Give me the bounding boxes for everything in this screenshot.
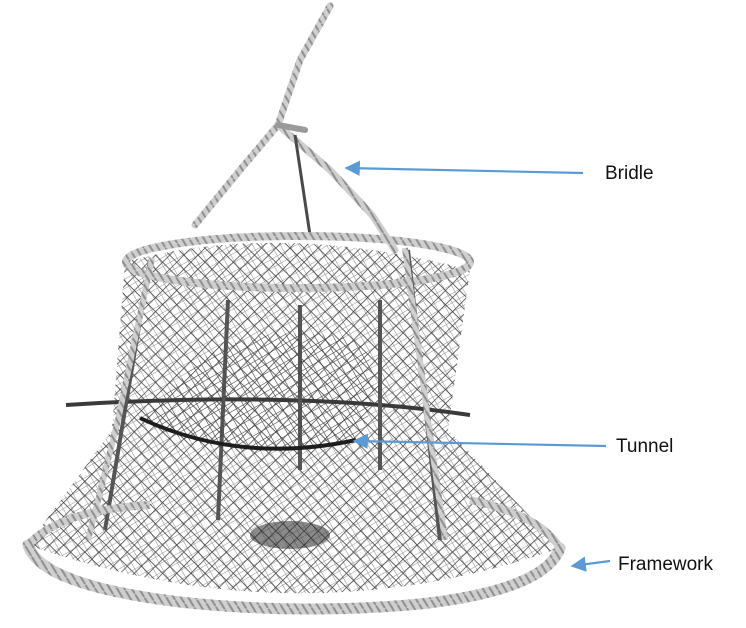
bridle-ropes <box>191 121 399 254</box>
tunnel-net <box>140 333 374 452</box>
framework-arrow <box>570 556 611 572</box>
tunnel-label: Tunnel <box>616 436 674 457</box>
crab-pot-trap-image <box>22 2 566 615</box>
hanging-rope <box>274 2 334 129</box>
top-ring <box>122 232 474 292</box>
bridle-arrow <box>344 160 584 176</box>
annotation-arrows <box>344 160 611 572</box>
bridle-label: Bridle <box>605 163 654 184</box>
framework-label: Framework <box>618 554 714 575</box>
bottom-framework-ring <box>22 539 566 615</box>
tunnel-arrow <box>352 433 607 449</box>
